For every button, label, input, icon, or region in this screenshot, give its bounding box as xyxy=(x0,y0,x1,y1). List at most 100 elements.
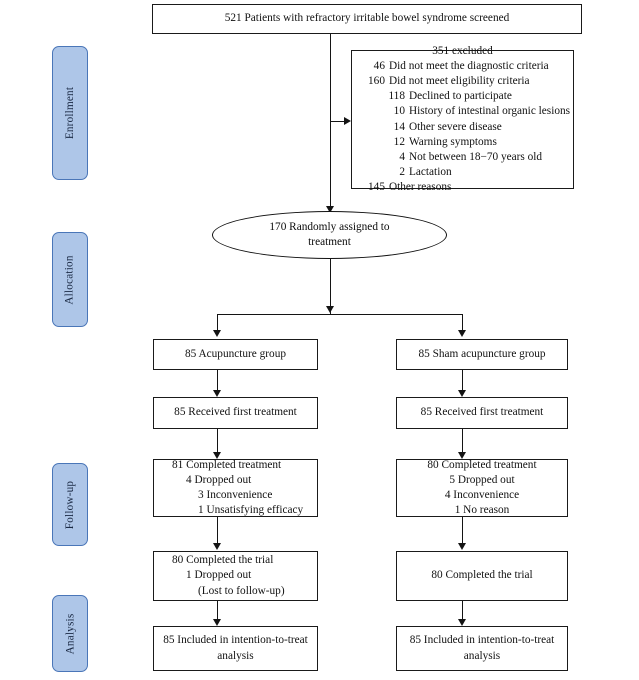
left-followup-row: 4 Dropped out xyxy=(186,473,252,486)
excluded-reason-count: 118 xyxy=(388,90,405,103)
right-group-text: 85 Sham acupuncture group xyxy=(418,347,546,360)
right-completed-box: 80 Completed the trial xyxy=(396,551,568,601)
arrow-right-followup xyxy=(457,452,466,459)
left-completed-row: 1 Dropped out xyxy=(186,569,252,582)
right-analysis-line2: analysis xyxy=(463,649,501,662)
left-completed-row: (Lost to follow-up) xyxy=(198,584,285,597)
right-analysis-line1: 85 Included in intention-to-treat xyxy=(409,634,555,647)
connector-left-group-to-received xyxy=(217,370,218,390)
left-completed-row: 80 Completed the trial xyxy=(172,554,274,567)
arrow-split-point xyxy=(325,306,334,313)
arrow-left-received xyxy=(212,390,221,397)
excluded-reason-count: 12 xyxy=(393,135,405,148)
stage-label-analysis: Analysis xyxy=(52,595,88,672)
excluded-reason-label: Not between 18−70 years old xyxy=(408,150,543,163)
arrow-left-completed xyxy=(212,543,221,550)
connector-randomized-down xyxy=(330,258,331,314)
excluded-reason-label: History of intestinal organic lesions xyxy=(408,105,571,118)
excluded-reason-label: Did not meet the diagnostic criteria xyxy=(388,60,549,72)
left-followup-content: 81 Completed treatment 4 Dropped out 3 I… xyxy=(154,458,317,519)
left-analysis-content: 85 Included in intention-to-treat analys… xyxy=(154,633,317,663)
excluded-reason-label: Other severe disease xyxy=(408,120,502,133)
connector-split-right xyxy=(462,314,463,334)
connector-left-completed-to-analysis xyxy=(217,601,218,619)
left-completed-content: 80 Completed the trial 1 Dropped out (Lo… xyxy=(154,553,317,598)
left-group-box: 85 Acupuncture group xyxy=(153,339,318,370)
arrow-left-analysis xyxy=(212,619,221,626)
left-received-text: 85 Received first treatment xyxy=(174,406,297,419)
right-group-box: 85 Sham acupuncture group xyxy=(396,339,568,370)
left-analysis-line1: 85 Included in intention-to-treat xyxy=(163,634,308,647)
stage-label-analysis-text: Analysis xyxy=(64,613,77,654)
left-completed-box: 80 Completed the trial 1 Dropped out (Lo… xyxy=(153,551,318,601)
connector-split-left xyxy=(217,314,218,334)
right-analysis-content: 85 Included in intention-to-treat analys… xyxy=(397,633,567,663)
right-followup-row: 80 Completed treatment xyxy=(427,458,537,471)
right-completed-row: 80 Completed the trial xyxy=(431,569,533,582)
randomization-content: 170 Randomly assigned to treatment xyxy=(269,220,389,251)
connector-right-received-to-followup xyxy=(462,429,463,452)
right-analysis-box: 85 Included in intention-to-treat analys… xyxy=(396,626,568,671)
connector-right-group-to-received xyxy=(462,370,463,390)
connector-split-horizontal xyxy=(217,314,462,315)
excluded-reason-label: Lactation xyxy=(408,165,452,178)
right-followup-row: 4 Inconvenience xyxy=(444,489,520,501)
right-completed-content: 80 Completed the trial xyxy=(397,568,567,583)
excluded-reason-count: 2 xyxy=(399,165,405,178)
arrow-into-left-group xyxy=(212,330,221,337)
randomization-line2: treatment xyxy=(308,236,351,248)
stage-label-allocation: Allocation xyxy=(52,232,88,327)
excluded-reason-count: 160 xyxy=(368,75,385,88)
left-followup-row: 3 Inconvenience xyxy=(198,489,273,501)
left-followup-row: 81 Completed treatment xyxy=(172,458,282,471)
excluded-reason-count: 145 xyxy=(368,181,385,193)
stage-label-allocation-text: Allocation xyxy=(64,254,77,305)
stage-label-followup-text: Follow-up xyxy=(64,480,77,529)
connector-right-completed-to-analysis xyxy=(462,601,463,619)
randomization-line1: 170 Randomly assigned to xyxy=(269,220,390,233)
arrow-right-completed xyxy=(457,543,466,550)
excluded-reason-count: 14 xyxy=(393,120,405,133)
arrow-right-analysis xyxy=(457,619,466,626)
connector-left-received-to-followup xyxy=(217,429,218,452)
connector-right-followup-to-completed xyxy=(462,517,463,543)
excluded-reason-count: 4 xyxy=(399,150,405,163)
connector-to-excluded xyxy=(330,121,344,122)
left-group-text: 85 Acupuncture group xyxy=(184,347,287,360)
screened-box: 521 Patients with refractory irritable b… xyxy=(152,4,582,34)
arrow-right-received xyxy=(457,390,466,397)
excluded-reason-label: Warning symptoms xyxy=(408,135,497,148)
left-analysis-box: 85 Included in intention-to-treat analys… xyxy=(153,626,318,671)
right-received-box: 85 Received first treatment xyxy=(396,397,568,429)
excluded-reason-count: 10 xyxy=(393,105,405,118)
screened-text: 521 Patients with refractory irritable b… xyxy=(224,12,510,25)
left-received-box: 85 Received first treatment xyxy=(153,397,318,429)
stage-label-followup: Follow-up xyxy=(52,463,88,546)
excluded-reason-label: Other reasons xyxy=(388,181,452,193)
arrow-left-followup xyxy=(212,452,221,459)
arrow-into-excluded xyxy=(344,116,351,125)
excluded-reason-label: Declined to participate xyxy=(408,90,512,103)
stage-label-enrollment-text: Enrollment xyxy=(64,86,76,140)
left-followup-row: 1 Unsatisfying efficacy xyxy=(198,504,304,517)
excluded-reason-label: Did not meet eligibility criteria xyxy=(388,75,530,88)
excluded-title: 351 excluded xyxy=(432,44,493,57)
connector-left-followup-to-completed xyxy=(217,517,218,543)
right-received-text: 85 Received first treatment xyxy=(420,406,544,419)
arrow-into-right-group xyxy=(457,330,466,337)
right-followup-row: 5 Dropped out xyxy=(449,473,515,486)
stage-label-enrollment: Enrollment xyxy=(52,46,88,180)
excluded-reason-count: 46 xyxy=(373,60,385,72)
